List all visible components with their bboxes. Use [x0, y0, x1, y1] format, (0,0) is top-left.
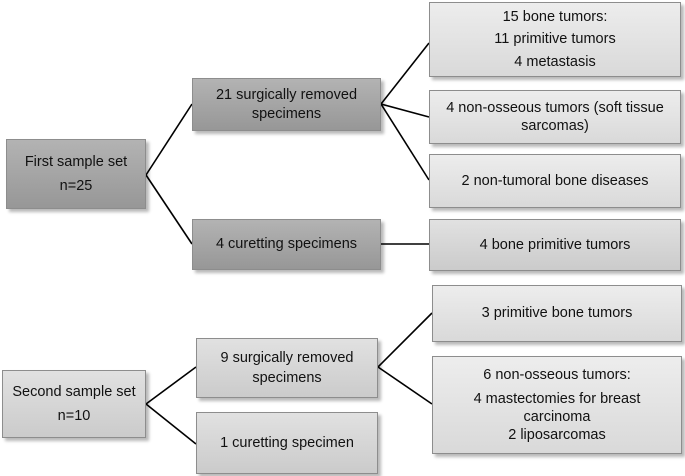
- node-label: 1 curetting specimen: [220, 434, 354, 451]
- node-label: 15 bone tumors:: [502, 9, 608, 26]
- connector: [145, 366, 197, 405]
- node-label: Second sample set: [12, 383, 136, 400]
- first-curetting-specimens-node: 4 curetting specimens: [192, 219, 381, 270]
- second-curetting-specimen-node: 1 curetting specimen: [196, 412, 378, 474]
- connector: [380, 42, 430, 105]
- node-count: n=10: [57, 408, 91, 424]
- node-label: 4 non-osseous tumors (soft tissue: [446, 99, 664, 116]
- connector: [145, 174, 193, 245]
- connector: [377, 312, 433, 368]
- node-label: 9 surgically removed: [220, 349, 354, 366]
- node-label: specimens: [251, 105, 322, 122]
- node-label: carcinoma: [523, 409, 591, 425]
- bone-primitive-tumors-node: 4 bone primitive tumors: [429, 219, 681, 271]
- connector: [380, 103, 430, 118]
- node-label: 4 curetting specimens: [215, 236, 358, 253]
- node-label: 2 liposarcomas: [508, 427, 606, 444]
- second-surgical-specimens-node: 9 surgically removed specimens: [196, 338, 378, 398]
- node-label: 4 metastasis: [514, 53, 596, 70]
- node-label: 11 primitive tumors: [494, 31, 616, 48]
- bone-tumors-node: 15 bone tumors: 11 primitive tumors 4 me…: [429, 2, 681, 77]
- node-label: sarcomas): [521, 118, 589, 134]
- connector: [145, 103, 193, 176]
- node-label: 4 mastectomies for breast: [473, 390, 641, 407]
- node-label: specimens: [252, 370, 322, 386]
- node-label: 3 primitive bone tumors: [481, 305, 633, 322]
- second-non-osseous-tumors-node: 6 non-osseous tumors: 4 mastectomies for…: [432, 356, 682, 454]
- first-sample-set-node: First sample set n=25: [6, 139, 146, 209]
- node-label: 21 surgically removed: [215, 87, 358, 104]
- node-label: 2 non-tumoral bone diseases: [461, 172, 649, 189]
- first-surgical-specimens-node: 21 surgically removed specimens: [192, 78, 381, 131]
- connector: [145, 403, 197, 445]
- node-label: 4 bone primitive tumors: [479, 236, 631, 253]
- node-label: First sample set: [24, 153, 128, 170]
- node-count: n=25: [59, 178, 93, 194]
- node-label: 6 non-osseous tumors:: [483, 366, 631, 383]
- primitive-bone-tumors-node: 3 primitive bone tumors: [432, 285, 682, 342]
- connector: [377, 366, 433, 405]
- connector: [380, 103, 430, 181]
- non-tumoral-bone-diseases-node: 2 non-tumoral bone diseases: [429, 154, 681, 208]
- second-sample-set-node: Second sample set n=10: [2, 370, 146, 438]
- non-osseous-tumors-node: 4 non-osseous tumors (soft tissue sarcom…: [429, 90, 681, 144]
